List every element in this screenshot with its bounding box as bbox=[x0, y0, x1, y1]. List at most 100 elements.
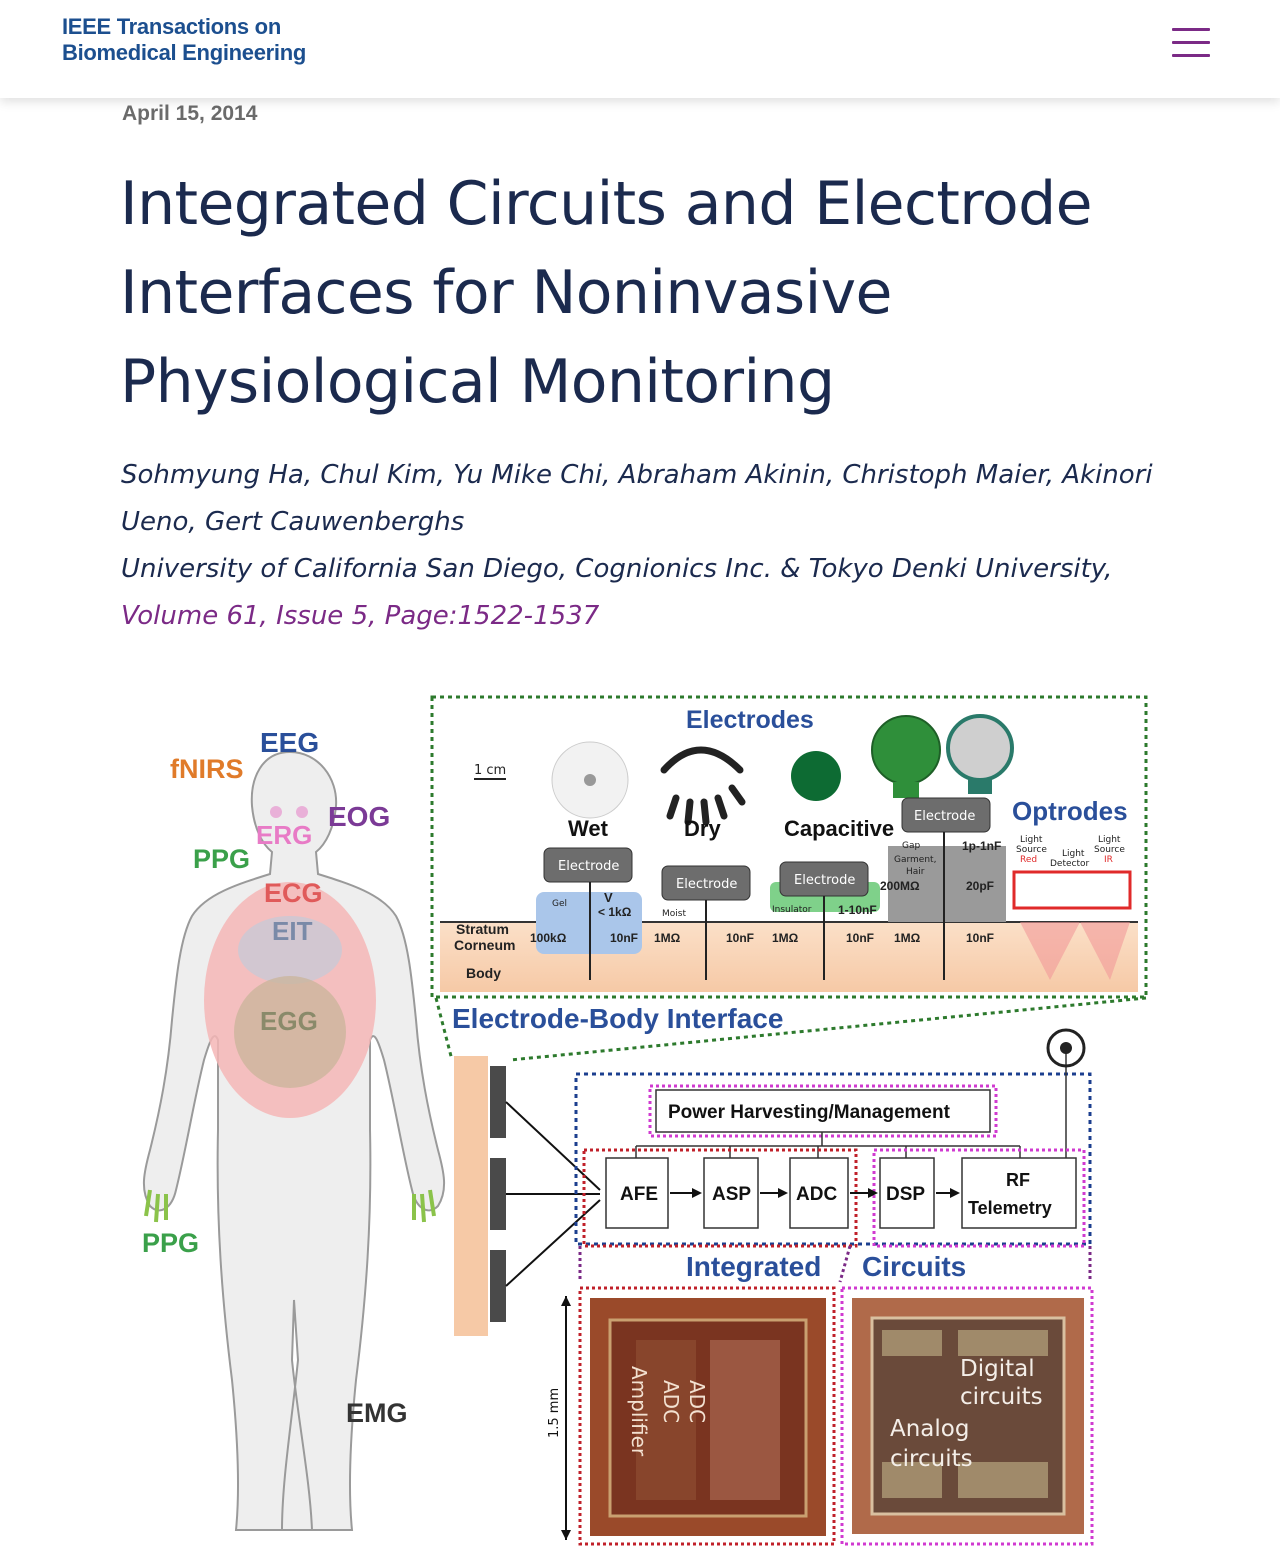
ir-label: IR bbox=[1104, 855, 1113, 865]
r-1m: 1MΩ bbox=[894, 931, 921, 945]
journal-logo[interactable]: IEEE Transactions on Biomedical Engineer… bbox=[62, 14, 306, 66]
garment-label: Garment, bbox=[894, 855, 936, 865]
hamburger-menu-icon[interactable] bbox=[1168, 22, 1214, 62]
analog-circuits-line2: circuits bbox=[890, 1446, 973, 1472]
light-source-1: Light bbox=[1020, 835, 1043, 845]
cap-1p-1nf: 1p-1nF bbox=[962, 839, 1001, 853]
garment-region bbox=[888, 846, 1006, 922]
moist-label: Moist bbox=[662, 909, 686, 919]
electrode-box-label: Electrode bbox=[558, 859, 619, 874]
c-10nf: 10nF bbox=[966, 931, 994, 945]
brand-line-1: IEEE Transactions on bbox=[62, 14, 281, 39]
eit-label: EIT bbox=[272, 916, 313, 946]
capacitive-electrode-photo bbox=[791, 751, 841, 801]
eit-region bbox=[238, 916, 342, 984]
metal-electrode-photo bbox=[946, 714, 1014, 782]
light-source-1b: Source bbox=[1016, 845, 1047, 855]
c-10nf: 10nF bbox=[726, 931, 754, 945]
article-authors: Sohmyung Ha, Chul Kim, Yu Mike Chi, Abra… bbox=[121, 460, 1153, 537]
block-diagram: Power Harvesting/Management AFE ASP ADC … bbox=[454, 1028, 1092, 1336]
stratum-label: Stratum bbox=[456, 921, 509, 937]
ic-heading-2: Circuits bbox=[862, 1251, 966, 1282]
hair-label: Hair bbox=[906, 867, 925, 877]
r-200m: 200MΩ bbox=[880, 879, 920, 893]
ppg-hand-label: PPG bbox=[142, 1228, 199, 1258]
c-10nf: 10nF bbox=[610, 931, 638, 945]
menu-bar bbox=[1172, 54, 1210, 57]
chip-adc-label-1: ADC bbox=[659, 1380, 683, 1423]
r-1m: 1MΩ bbox=[654, 931, 681, 945]
afe-block: AFE bbox=[620, 1184, 658, 1205]
scale-label: 1 cm bbox=[474, 763, 506, 778]
light-source-2: Light bbox=[1098, 835, 1121, 845]
red-label: Red bbox=[1020, 855, 1037, 865]
erg-label: ERG bbox=[256, 820, 312, 850]
vdc-label: V bbox=[604, 890, 613, 905]
ppg-finger-left bbox=[144, 1189, 168, 1223]
r-100k: 100kΩ bbox=[530, 931, 567, 945]
chip-amplifier-label: Amplifier bbox=[627, 1366, 651, 1457]
eog-label: EOG bbox=[328, 801, 390, 832]
egg-region bbox=[234, 976, 346, 1088]
article-figure: EEG fNIRS EOG ERG PPG ECG EIT EGG PPG EM… bbox=[0, 660, 1280, 1552]
volume-link[interactable]: Volume 61, Issue 5, Page:1522-1537 bbox=[121, 601, 600, 631]
article-title: Integrated Circuits and Electrode Interf… bbox=[120, 169, 1093, 417]
ppg-finger-right bbox=[412, 1189, 436, 1223]
eye-marker bbox=[296, 806, 308, 818]
figure-svg: EEG fNIRS EOG ERG PPG ECG EIT EGG PPG EM… bbox=[142, 695, 1148, 1546]
power-block: Power Harvesting/Management bbox=[668, 1102, 951, 1123]
brand-line-2: Biomedical Engineering bbox=[62, 40, 307, 65]
egg-label: EGG bbox=[260, 1006, 318, 1036]
cap-1-10nf: 1-10nF bbox=[838, 903, 877, 917]
skin-strip bbox=[454, 1056, 488, 1336]
chip-adc-label-2: ADC bbox=[685, 1380, 709, 1423]
eeg-label: EEG bbox=[260, 727, 319, 758]
digital-circuits-line1: Digital bbox=[960, 1356, 1035, 1382]
eye-marker bbox=[270, 806, 282, 818]
analog-circuits-line1: Analog bbox=[890, 1416, 969, 1442]
fnirs-label: fNIRS bbox=[170, 754, 244, 784]
dry-electrode-photo bbox=[660, 746, 746, 826]
electrode-box-label: Electrode bbox=[676, 877, 737, 892]
capacitive-label: Capacitive bbox=[784, 816, 894, 841]
chip-scale-label: 1.5 mm bbox=[547, 1388, 562, 1438]
light-source-2b: Source bbox=[1094, 845, 1125, 855]
electrodes-heading: Electrodes bbox=[686, 706, 814, 734]
r-1m: 1MΩ bbox=[772, 931, 799, 945]
publish-date: April 15, 2014 bbox=[122, 102, 258, 125]
ic-heading-1: Integrated bbox=[686, 1251, 821, 1282]
rf-block-line2: Telemetry bbox=[968, 1198, 1052, 1218]
insulator-label: Insulator bbox=[772, 905, 812, 915]
light-detector: Light bbox=[1062, 849, 1085, 859]
menu-bar bbox=[1172, 28, 1210, 31]
optrodes-label: Optrodes bbox=[1012, 796, 1128, 826]
site-header: IEEE Transactions on Biomedical Engineer… bbox=[0, 0, 1280, 98]
c-20pf: 20pF bbox=[966, 879, 994, 893]
light-paths bbox=[1020, 922, 1130, 980]
pcb-electrode-photo bbox=[871, 715, 941, 785]
asp-block: ASP bbox=[712, 1184, 751, 1205]
wet-label: Wet bbox=[568, 816, 609, 841]
gap-label: Gap bbox=[902, 841, 920, 851]
electrode-box-label: Electrode bbox=[914, 809, 975, 824]
c-10nf: 10nF bbox=[846, 931, 874, 945]
ppg-head-label: PPG bbox=[193, 844, 250, 874]
dry-label: Dry bbox=[684, 816, 721, 841]
gel-label: Gel bbox=[552, 899, 567, 909]
light-detector-b: Detector bbox=[1050, 859, 1090, 869]
article-affiliation: University of California San Diego, Cogn… bbox=[121, 554, 1113, 584]
antenna-icon bbox=[1046, 1028, 1086, 1068]
interface-heading: Electrode-Body Interface bbox=[452, 1003, 783, 1034]
wet-vdc-note: < 1kΩ bbox=[598, 905, 632, 919]
menu-bar bbox=[1172, 41, 1210, 44]
body-silhouette bbox=[143, 750, 445, 1531]
chip-photos: Amplifier ADC ADC 1.5 mm Digital circuit… bbox=[547, 1286, 1094, 1546]
digital-circuits-line2: circuits bbox=[960, 1384, 1043, 1410]
electrodes-panel: Electrodes 1 cm Wet Dry Capacitive Optro… bbox=[430, 695, 1148, 999]
ecg-label: ECG bbox=[264, 878, 323, 908]
electrode-box-label: Electrode bbox=[794, 873, 855, 888]
adc-block: ADC bbox=[796, 1184, 837, 1205]
corneum-label: Corneum bbox=[454, 937, 515, 953]
optrode-circuit bbox=[1012, 870, 1132, 910]
emg-label: EMG bbox=[346, 1398, 408, 1428]
